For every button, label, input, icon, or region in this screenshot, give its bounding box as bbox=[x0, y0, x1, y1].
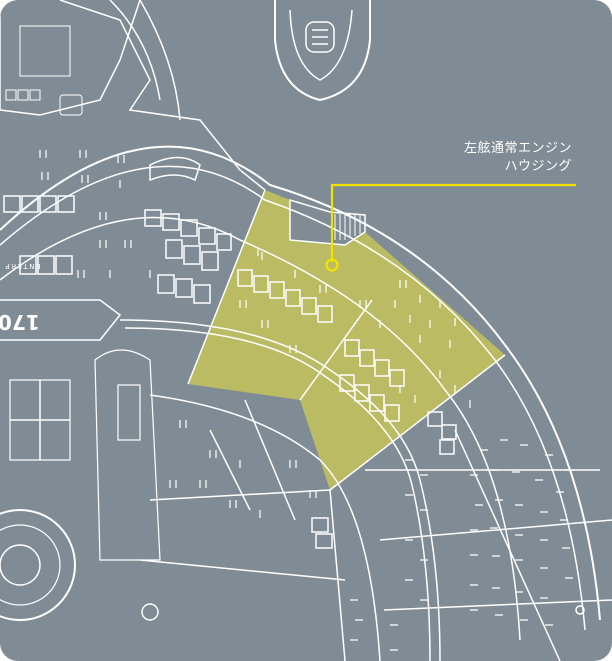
upper-hull-wing bbox=[59, 0, 266, 191]
upper-hull-wing-3 bbox=[139, 0, 181, 121]
navigational-deflector-pod bbox=[274, 0, 371, 102]
hull-registry-number: 170 bbox=[0, 310, 40, 334]
room-row-highlighted bbox=[237, 269, 405, 422]
outer-dash-rows bbox=[350, 439, 573, 651]
left-lower-hull bbox=[0, 299, 122, 341]
engine-housing-intake bbox=[289, 198, 366, 246]
top-left-grid bbox=[5, 25, 83, 116]
room-row-1 bbox=[3, 195, 232, 251]
room-row-2 bbox=[19, 239, 219, 304]
saucer-rim-3b bbox=[124, 327, 431, 661]
window-ticks bbox=[39, 150, 471, 518]
saucer-rim-3 bbox=[119, 319, 441, 661]
callout-label-line1: 左舷通常エンジン bbox=[463, 141, 572, 156]
saucer-rim-2 bbox=[0, 216, 521, 641]
upper-hull-block bbox=[0, 0, 141, 116]
callout-label: 左舷通常エンジン ハウジング bbox=[464, 140, 572, 176]
saucer-rim-4 bbox=[149, 394, 381, 661]
saucer-outer-edge bbox=[0, 145, 601, 621]
callout-label-line2: ハウジング bbox=[504, 159, 572, 174]
hull-registry-text: ENTERP bbox=[4, 262, 41, 270]
callout-marker[interactable] bbox=[325, 258, 339, 272]
upper-hull-wing-2 bbox=[109, 0, 161, 101]
room-row-lower bbox=[311, 411, 457, 549]
saucer-rim-1 bbox=[0, 165, 586, 631]
